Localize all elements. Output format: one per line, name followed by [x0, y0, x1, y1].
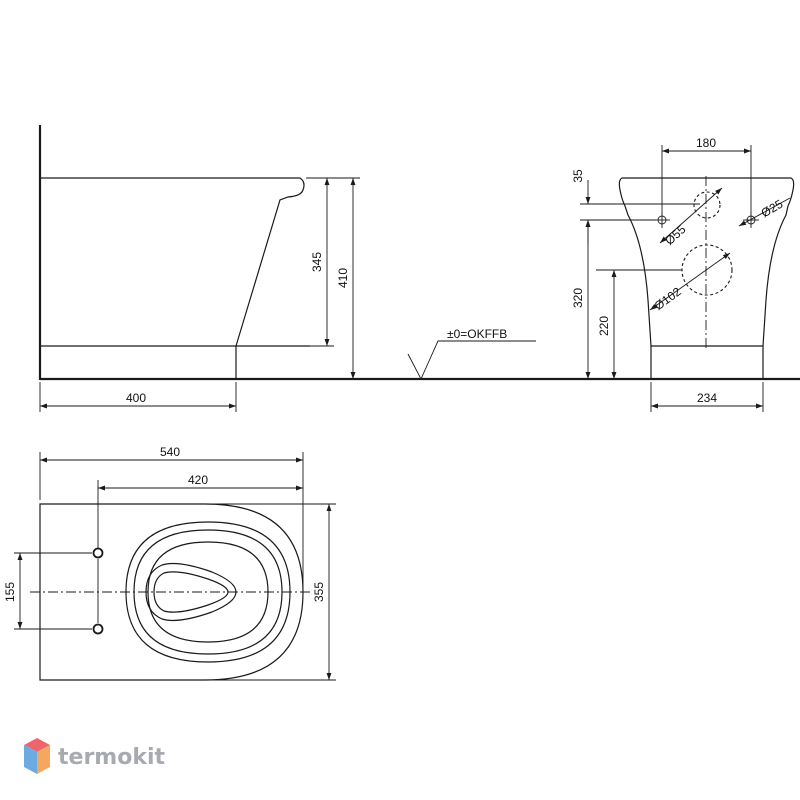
- dim-side-inner-height-label: 345: [310, 252, 324, 272]
- front-outlet-circle: [681, 244, 733, 296]
- dim-front-bolt-label: Ø25: [759, 197, 786, 221]
- plan-rim-inner: [133, 529, 283, 655]
- plan-waterway-inner: [153, 571, 229, 613]
- dim-side-total-height-label: 410: [336, 268, 350, 288]
- dim-front-outlet-leader: [649, 252, 731, 311]
- dim-plan-length-label: 540: [160, 445, 180, 459]
- front-bolt-right: [743, 212, 759, 228]
- brand-name: termokit: [58, 745, 165, 770]
- front-hole-small-circle: [693, 191, 721, 219]
- dim-plan-hole-spacing-label: 155: [3, 582, 17, 602]
- plan-view: 540 420 155 355: [3, 445, 336, 681]
- plan-bowl: [147, 541, 269, 643]
- floor-reference-label: ±0=OKFFB: [447, 327, 507, 341]
- dim-front-total-height-label: 320: [571, 288, 585, 308]
- front-bolt-left: [654, 212, 670, 228]
- floor-reference-symbol: [407, 340, 536, 381]
- dim-side-width-label: 400: [126, 391, 146, 405]
- dim-plan-width-label: 355: [312, 582, 326, 602]
- side-view: 400 345 410: [38, 125, 800, 412]
- dim-plan-length-from-holes-label: 420: [188, 473, 208, 487]
- side-bowl-outline: [40, 177, 305, 347]
- plan-hole-top: [92, 547, 104, 559]
- dim-front-hole-spacing-label: 180: [696, 136, 716, 150]
- cube-logo-icon: [24, 738, 50, 774]
- dim-front-outlet-height-label: 220: [597, 316, 611, 336]
- plan-hole-bottom: [92, 623, 104, 635]
- dim-front-bolt-leader: [738, 197, 791, 227]
- front-view: 180 35 320 220 Ø55 Ø102 Ø25 234: [571, 136, 795, 412]
- dim-front-hole-small-label: Ø55: [662, 222, 688, 248]
- dim-front-hole-small-leader: [659, 187, 723, 244]
- dim-front-top-offset-label: 35: [571, 169, 585, 183]
- floor-reference: ±0=OKFFB: [407, 327, 536, 381]
- brand-watermark: termokit: [24, 738, 165, 774]
- plan-rim-outer: [125, 521, 291, 663]
- dim-front-base-width-label: 234: [697, 391, 717, 405]
- dim-front-outlet-label: Ø102: [652, 284, 684, 313]
